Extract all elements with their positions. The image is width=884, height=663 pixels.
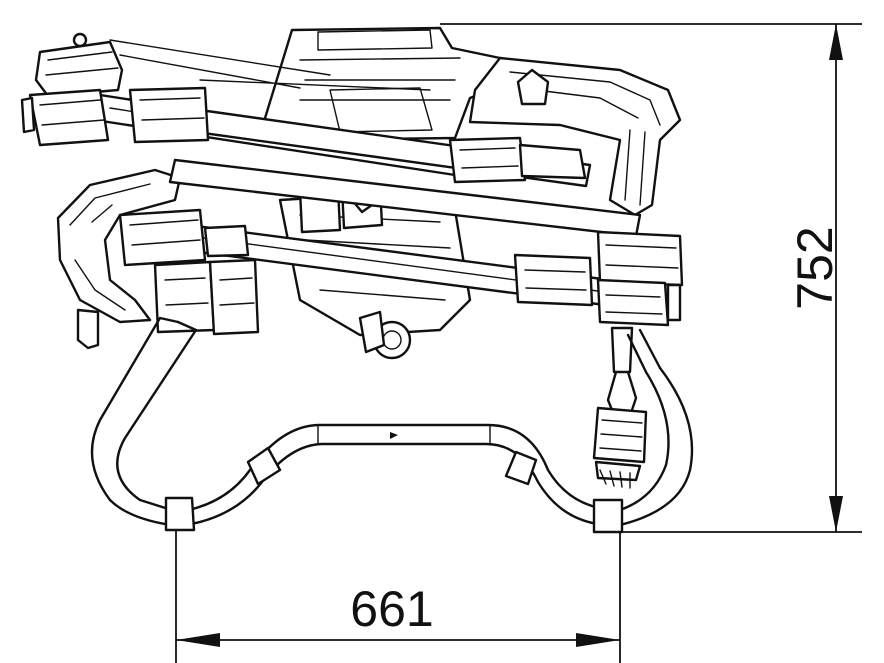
height-dimension: 752 [440,23,862,533]
width-dimension-label: 661 [350,581,433,637]
motors [20,32,684,336]
motor-top-left [20,32,124,147]
height-dimension-label: 752 [787,226,843,309]
motor-mount-center [128,86,587,184]
landing-gear [90,316,694,534]
motor-left-middle [118,208,260,336]
spray-nozzle-assembly [592,326,648,489]
motor-right [513,230,684,327]
width-dimension: 661 [175,530,621,663]
